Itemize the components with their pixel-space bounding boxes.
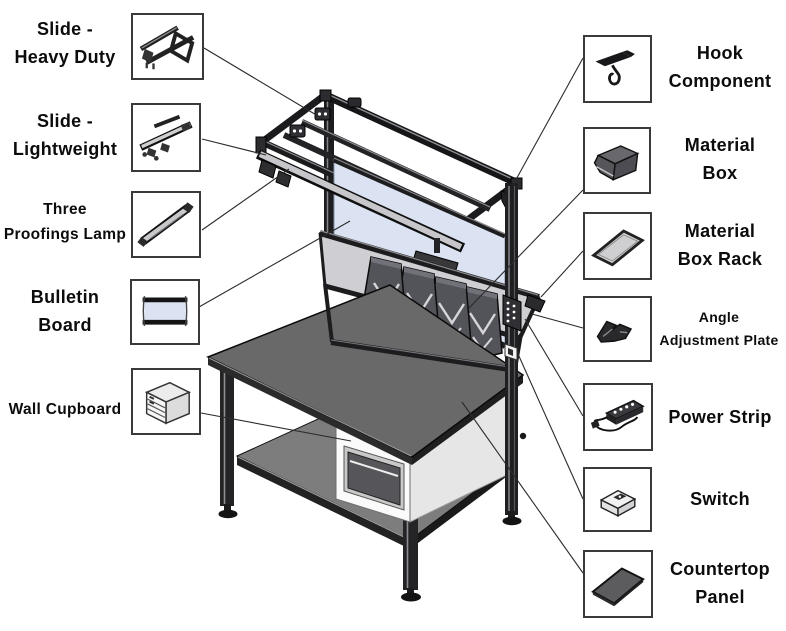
label-material-box: Material Box — [656, 132, 784, 188]
lightweight-slide-carriage — [289, 124, 306, 138]
icon-box-angle-adjustment-plate — [583, 296, 652, 362]
label-slide-lightweight: Slide - Lightweight — [0, 108, 130, 164]
icon-box-slide-heavy-duty — [131, 13, 204, 80]
label-line: Box Rack — [677, 248, 763, 269]
icon-box-three-proofings-lamp — [131, 191, 201, 258]
label-line: Slide - — [36, 111, 94, 131]
label-three-proofings-lamp: Three Proofings Lamp — [0, 198, 130, 248]
material-box-icon — [593, 144, 640, 181]
label-line: Wall Cupboard — [8, 401, 122, 418]
bulletin-board-icon — [142, 296, 188, 327]
switch-part — [504, 343, 518, 361]
label-line: Bulletin — [30, 287, 100, 307]
label-line: Proofings Lamp — [3, 225, 127, 243]
label-angle-adjustment-plate: Angle Adjustment Plate — [652, 306, 786, 352]
switch-icon — [599, 489, 636, 517]
icon-box-slide-lightweight — [131, 103, 201, 172]
angle-adjustment-plate-part — [524, 294, 546, 313]
label-switch: Switch — [656, 486, 784, 514]
label-line: Board — [38, 314, 92, 335]
label-line: Hook — [696, 43, 744, 63]
label-line: Slide - — [36, 19, 94, 39]
label-line: Heavy Duty — [14, 46, 116, 67]
label-power-strip: Power Strip — [656, 404, 784, 432]
label-material-box-rack: Material Box Rack — [656, 218, 784, 274]
hook-component-icon — [595, 50, 635, 86]
power-strip-part — [502, 294, 522, 332]
countertop — [206, 284, 525, 465]
icon-box-power-strip — [583, 383, 653, 451]
label-line: Lightweight — [12, 138, 118, 159]
label-line: Adjustment Plate — [659, 332, 779, 349]
three-proofings-lamp-icon — [137, 201, 194, 247]
power-strip-icon — [590, 399, 645, 432]
slide-heavy-duty-icon — [139, 25, 194, 69]
label-line: Countertop — [670, 559, 770, 579]
label-bulletin-board: Bulletin Board — [0, 284, 130, 340]
label-line: Material — [684, 135, 756, 155]
leader-lines — [198, 47, 584, 574]
label-line: Panel — [695, 586, 745, 607]
post-knob — [519, 432, 527, 440]
label-line: Box — [702, 162, 738, 183]
icon-box-material-box-rack — [583, 212, 652, 280]
label-line: Power Strip — [668, 407, 772, 427]
adjustable-feet — [218, 504, 522, 602]
label-line: Material — [684, 221, 756, 241]
icon-box-wall-cupboard — [131, 368, 201, 435]
label-line: Three — [43, 201, 87, 218]
label-hook-component: Hook Component — [656, 40, 784, 96]
label-line: Switch — [690, 489, 750, 509]
icon-box-switch — [583, 467, 652, 532]
icon-box-material-box — [583, 127, 651, 194]
icon-box-countertop-panel — [583, 550, 653, 618]
slide-lightweight-icon — [139, 114, 193, 161]
wall-cupboard-icon — [144, 381, 191, 424]
label-line: Component — [668, 70, 772, 91]
countertop-panel-icon — [591, 567, 645, 607]
label-line: Angle — [698, 309, 740, 325]
label-wall-cupboard: Wall Cupboard — [0, 398, 130, 423]
icon-box-hook-component — [583, 35, 652, 103]
label-slide-heavy-duty: Slide - Heavy Duty — [0, 16, 130, 72]
angle-adjustment-plate-icon — [596, 320, 632, 343]
material-box-rack-icon — [590, 229, 645, 267]
label-countertop-panel: Countertop Panel — [656, 556, 784, 612]
icon-box-bulletin-board — [130, 279, 200, 345]
